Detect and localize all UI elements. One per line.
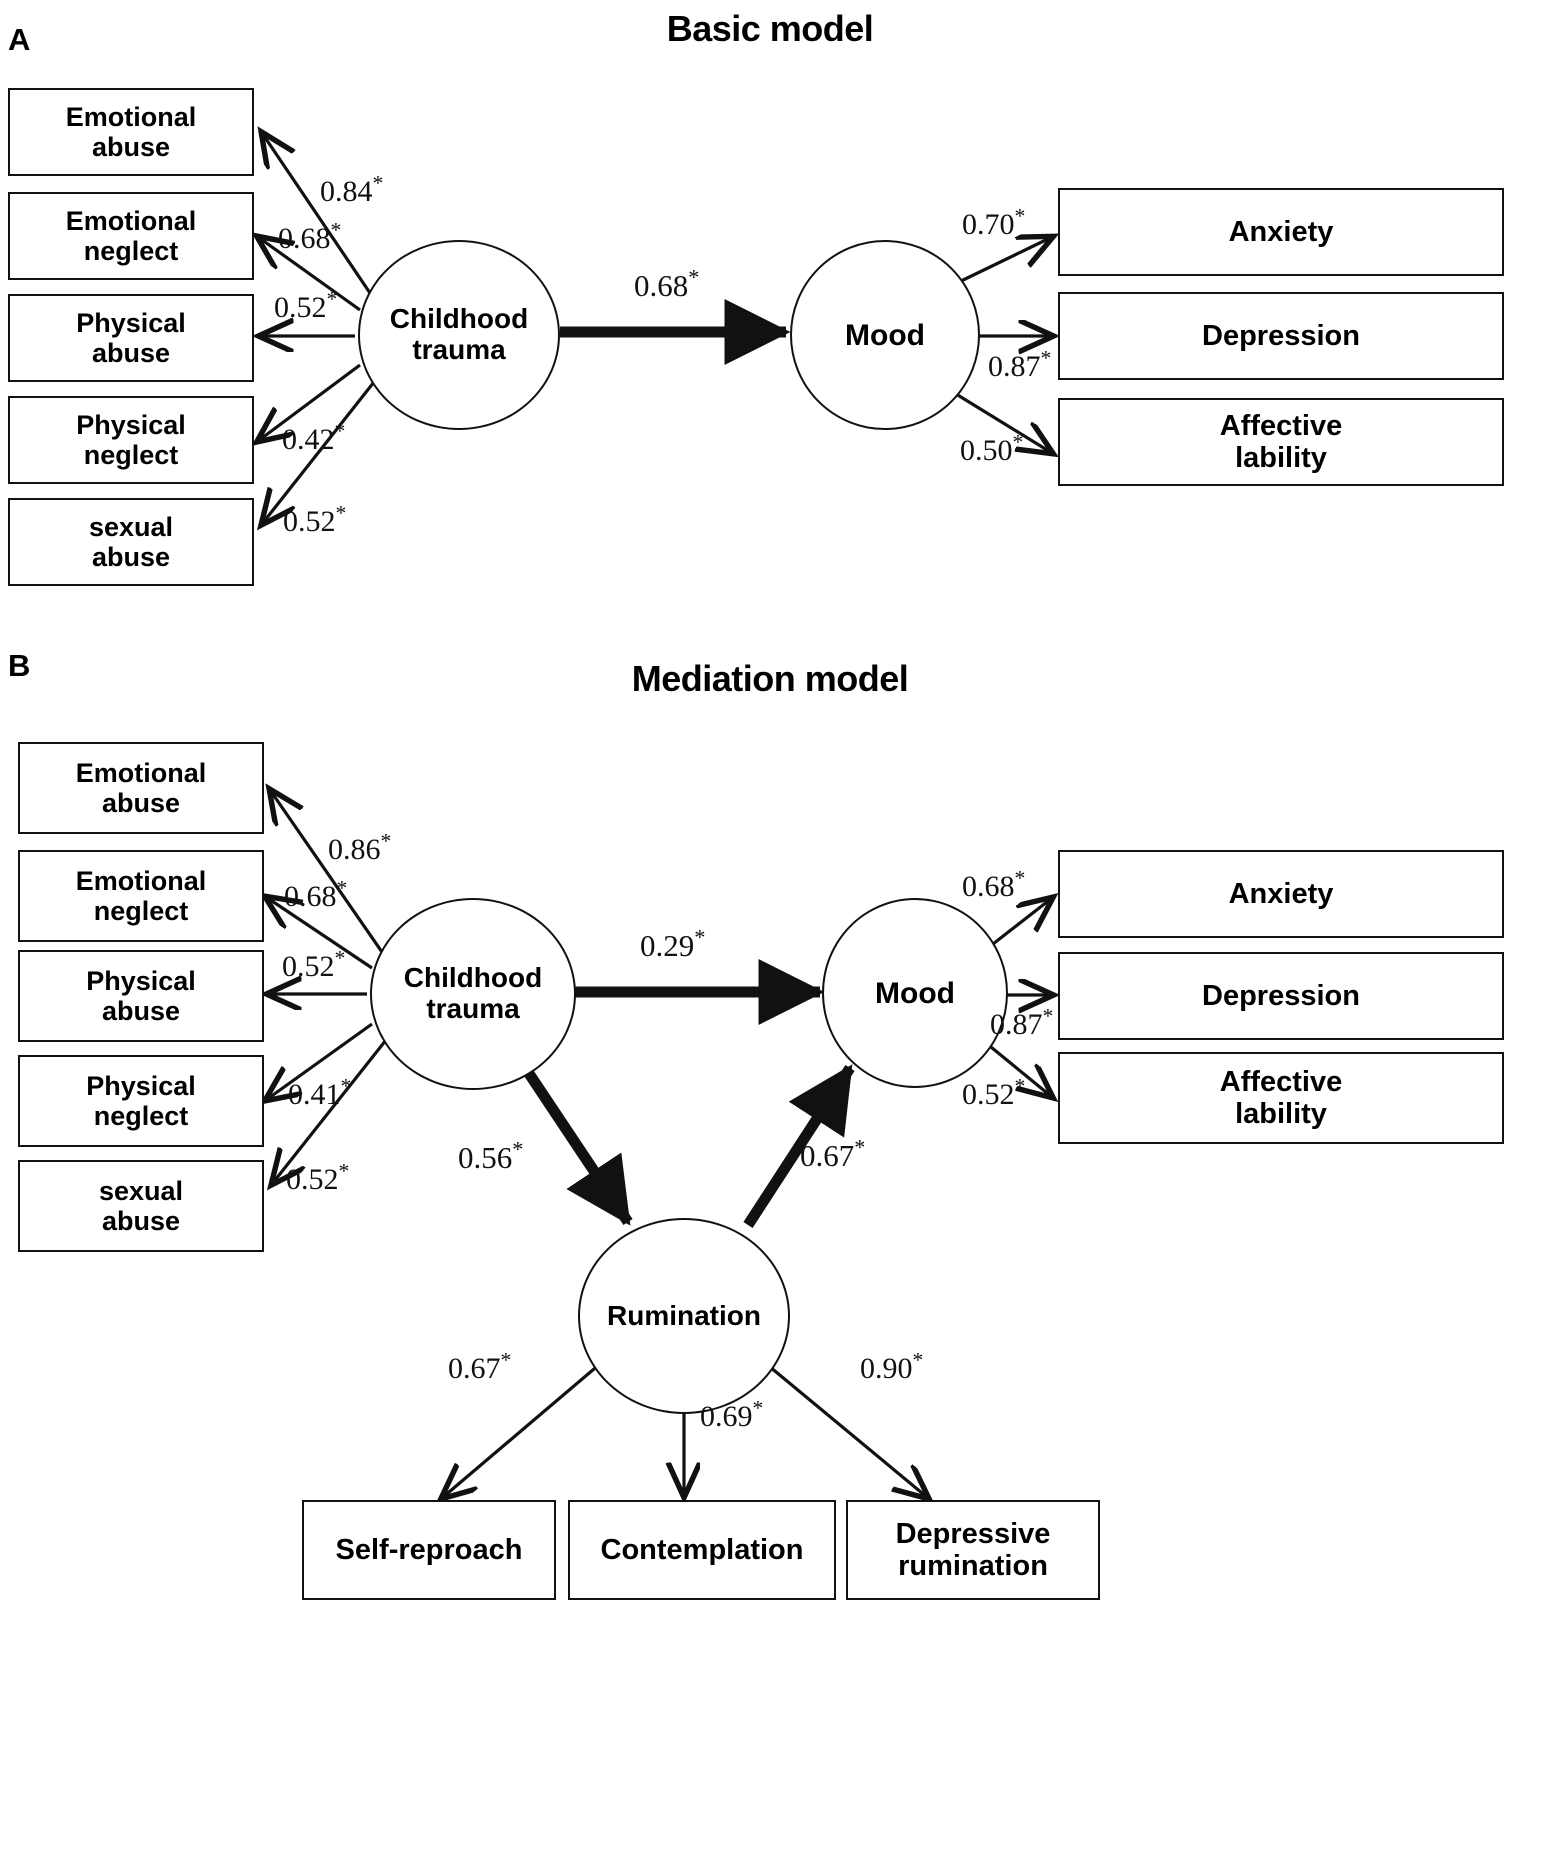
panelB-rumination-indicator-box: Self-reproach (302, 1500, 556, 1600)
indicator-label-line2: lability (1235, 1098, 1327, 1130)
indicator-label-line1: Affective (1219, 1065, 1343, 1098)
panelB-structural-label-rumination-mood: 0.67* (800, 1134, 866, 1173)
latent-label-line2: trauma (412, 334, 506, 365)
indicator-label-line1: Depression (1202, 319, 1360, 352)
indicator-label-line1: sexual (98, 1175, 184, 1206)
latent-label: Rumination (607, 1299, 761, 1331)
panelA-loading-label: 0.84* (320, 171, 384, 208)
panelB-mood-loading-label: 0.68* (962, 866, 1026, 903)
panelA-loading-label: 0.52* (283, 501, 347, 538)
indicator-label-line2: neglect (93, 1101, 189, 1131)
panelA-mood-indicator-box: Anxiety (1058, 188, 1504, 276)
indicator-label-line1: Affective (1219, 409, 1343, 442)
panelB-structural-label-trauma-rumination: 0.56* (458, 1136, 524, 1175)
indicator-label-line2: neglect (93, 896, 189, 926)
panelB-indicator-box: Emotional abuse (18, 742, 264, 834)
indicator-label-line1: Anxiety (1228, 877, 1334, 910)
indicator-label-line1: Anxiety (1228, 215, 1334, 248)
latent-label-line1: Childhood (389, 303, 529, 335)
panelB-latent-rumination: Rumination (578, 1218, 790, 1414)
panelA-indicator-box: Physical abuse (8, 294, 254, 382)
panelB-mood-indicator-box: Affective lability (1058, 1052, 1504, 1144)
panelB-latent-mood: Mood (822, 898, 1008, 1088)
panelB-indicator-box: sexual abuse (18, 1160, 264, 1252)
panelB-loading-label: 0.52* (282, 946, 346, 983)
indicator-label-line1: Emotional (75, 865, 207, 896)
panelA-indicator-box: Emotional abuse (8, 88, 254, 176)
panel-a-title: Basic model (666, 8, 874, 49)
indicator-label-line2: abuse (101, 996, 181, 1026)
indicator-label-line2: abuse (101, 1206, 181, 1236)
indicator-label-line2: rumination (898, 1550, 1048, 1582)
panel-b-title: Mediation model (631, 658, 909, 699)
indicator-label-line1: Contemplation (600, 1533, 804, 1566)
panelB-mood-loading-label: 0.87* (990, 1004, 1054, 1041)
panelA-loading-label: 0.42* (282, 419, 346, 456)
panelB-loading-label: 0.41* (288, 1074, 352, 1111)
panelB-mood-loading-label: 0.52* (962, 1074, 1026, 1111)
indicator-label-line1: Emotional (75, 757, 207, 788)
indicator-label-line1: sexual (88, 511, 174, 542)
indicator-label-line1: Physical (76, 409, 186, 440)
indicator-label-line2: neglect (83, 440, 179, 470)
panelA-structural-label: 0.68* (634, 264, 700, 303)
panelB-mood-indicator-box: Anxiety (1058, 850, 1504, 938)
panelA-mood-loading-label: 0.70* (962, 204, 1026, 241)
panelA-latent-childhood-trauma: Childhood trauma (358, 240, 560, 430)
panelB-mood-indicator-box: Depression (1058, 952, 1504, 1040)
panelA-indicator-box: sexual abuse (8, 498, 254, 586)
panel-b-letter: B (8, 648, 31, 683)
indicator-label-line2: abuse (91, 132, 171, 162)
indicator-label-line1: Emotional (65, 205, 197, 236)
panelA-mood-loading-label: 0.87* (988, 346, 1052, 383)
panelA-mood-indicator-box: Affective lability (1058, 398, 1504, 486)
latent-label: Mood (875, 976, 955, 1010)
panelB-rumination-indicator-box: Depressive rumination (846, 1500, 1100, 1600)
panelA-latent-mood: Mood (790, 240, 980, 430)
latent-label: Mood (845, 318, 925, 352)
panelB-loading-label: 0.86* (328, 829, 392, 866)
latent-label-line2: trauma (426, 993, 520, 1024)
panelB-indicator-box: Physical neglect (18, 1055, 264, 1147)
indicator-label-line2: abuse (91, 542, 171, 572)
indicator-label-line2: abuse (91, 338, 171, 368)
indicator-label-line1: Self-reproach (335, 1533, 523, 1566)
panelA-indicator-box: Physical neglect (8, 396, 254, 484)
indicator-label-line1: Physical (76, 307, 186, 338)
panelB-structural-label-direct: 0.29* (640, 924, 706, 963)
panelA-loading-label: 0.52* (274, 287, 338, 324)
panelB-rumination-loading-label: 0.90* (860, 1348, 924, 1385)
panelB-loading-label: 0.52* (286, 1159, 350, 1196)
panelA-indicator-box: Emotional neglect (8, 192, 254, 280)
indicator-label-line2: abuse (101, 788, 181, 818)
panelB-rumination-indicator-box: Contemplation (568, 1500, 836, 1600)
panelB-rumination-loading-label: 0.67* (448, 1348, 512, 1385)
indicator-label-line1: Physical (86, 1070, 196, 1101)
indicator-label-line2: lability (1235, 442, 1327, 474)
panelB-indicator-box: Physical abuse (18, 950, 264, 1042)
indicator-label-line1: Physical (86, 965, 196, 996)
panelA-mood-loading-label: 0.50* (960, 430, 1024, 467)
indicator-label-line1: Depression (1202, 979, 1360, 1012)
panelB-latent-childhood-trauma: Childhood trauma (370, 898, 576, 1090)
panelA-mood-indicator-box: Depression (1058, 292, 1504, 380)
panelB-rumination-loading-label: 0.69* (700, 1396, 764, 1433)
indicator-label-line1: Depressive (895, 1517, 1051, 1550)
panel-a-letter: A (8, 22, 31, 57)
indicator-label-line1: Emotional (65, 101, 197, 132)
indicator-label-line2: neglect (83, 236, 179, 266)
panelB-indicator-box: Emotional neglect (18, 850, 264, 942)
panelB-loading-label: 0.68* (284, 876, 348, 913)
panelA-loading-label: 0.68* (278, 218, 342, 255)
latent-label-line1: Childhood (403, 962, 543, 994)
